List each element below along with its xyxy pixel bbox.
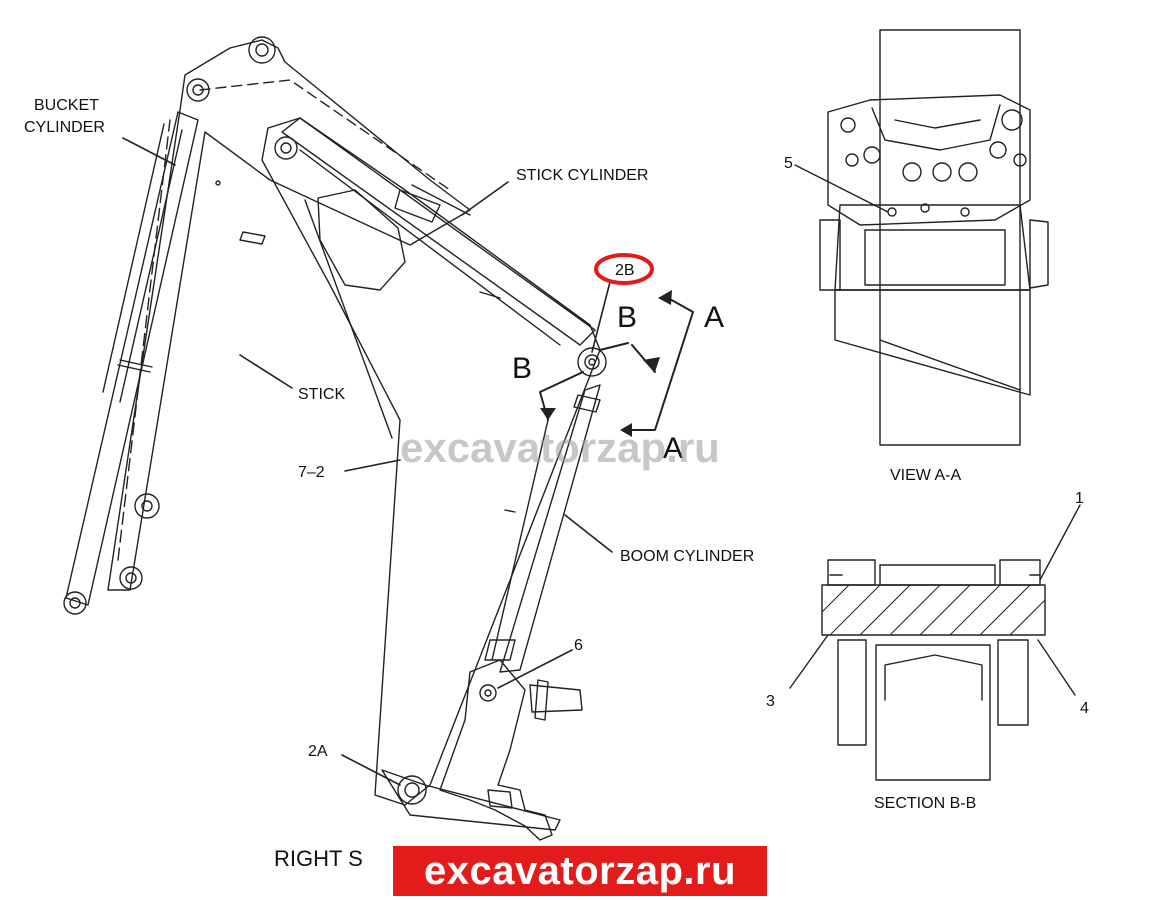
section-mark-a-top: A: [704, 301, 724, 334]
callout-4: 4: [1080, 700, 1089, 717]
callout-5: 5: [784, 155, 793, 172]
watermark-banner: excavatorzap.ru: [393, 846, 767, 896]
bucket-cylinder: [63, 111, 199, 615]
section-mark-b-left: B: [512, 352, 532, 385]
label-bucket-cylinder-1: BUCKET: [34, 97, 99, 114]
label-boom-ref: 7–2: [298, 464, 325, 481]
view-a-a-caption: VIEW A-A: [890, 467, 961, 484]
callout-2b-highlight: [594, 253, 654, 285]
label-stick: STICK: [298, 386, 345, 403]
label-bucket-cylinder-2: CYLINDER: [24, 119, 105, 136]
label-boom-cylinder: BOOM CYLINDER: [620, 548, 754, 565]
callout-3: 3: [766, 693, 775, 710]
label-stick-cylinder: STICK CYLINDER: [516, 167, 648, 184]
boom-part: [261, 117, 601, 831]
section-b-b-detail: [789, 504, 1081, 781]
view-title: RIGHT S: [274, 846, 363, 871]
section-mark-b-right: B: [617, 301, 637, 334]
callout-6: 6: [574, 637, 583, 654]
boom-foot-bracket: [439, 659, 583, 841]
callout-2a: 2A: [308, 743, 328, 760]
section-mark-a-bottom: A: [663, 432, 683, 465]
callout-1: 1: [1075, 490, 1084, 507]
boom-cylinder: [484, 347, 607, 673]
callout-2b: 2B: [615, 262, 635, 279]
section-b-b-caption: SECTION B-B: [874, 795, 976, 812]
watermark-center: excavatorzap.ru: [400, 424, 720, 471]
stick-part: [107, 36, 471, 591]
stick-cylinder: [274, 117, 596, 346]
leader-lines: [122, 137, 613, 786]
view-a-a-detail: [794, 29, 1049, 446]
